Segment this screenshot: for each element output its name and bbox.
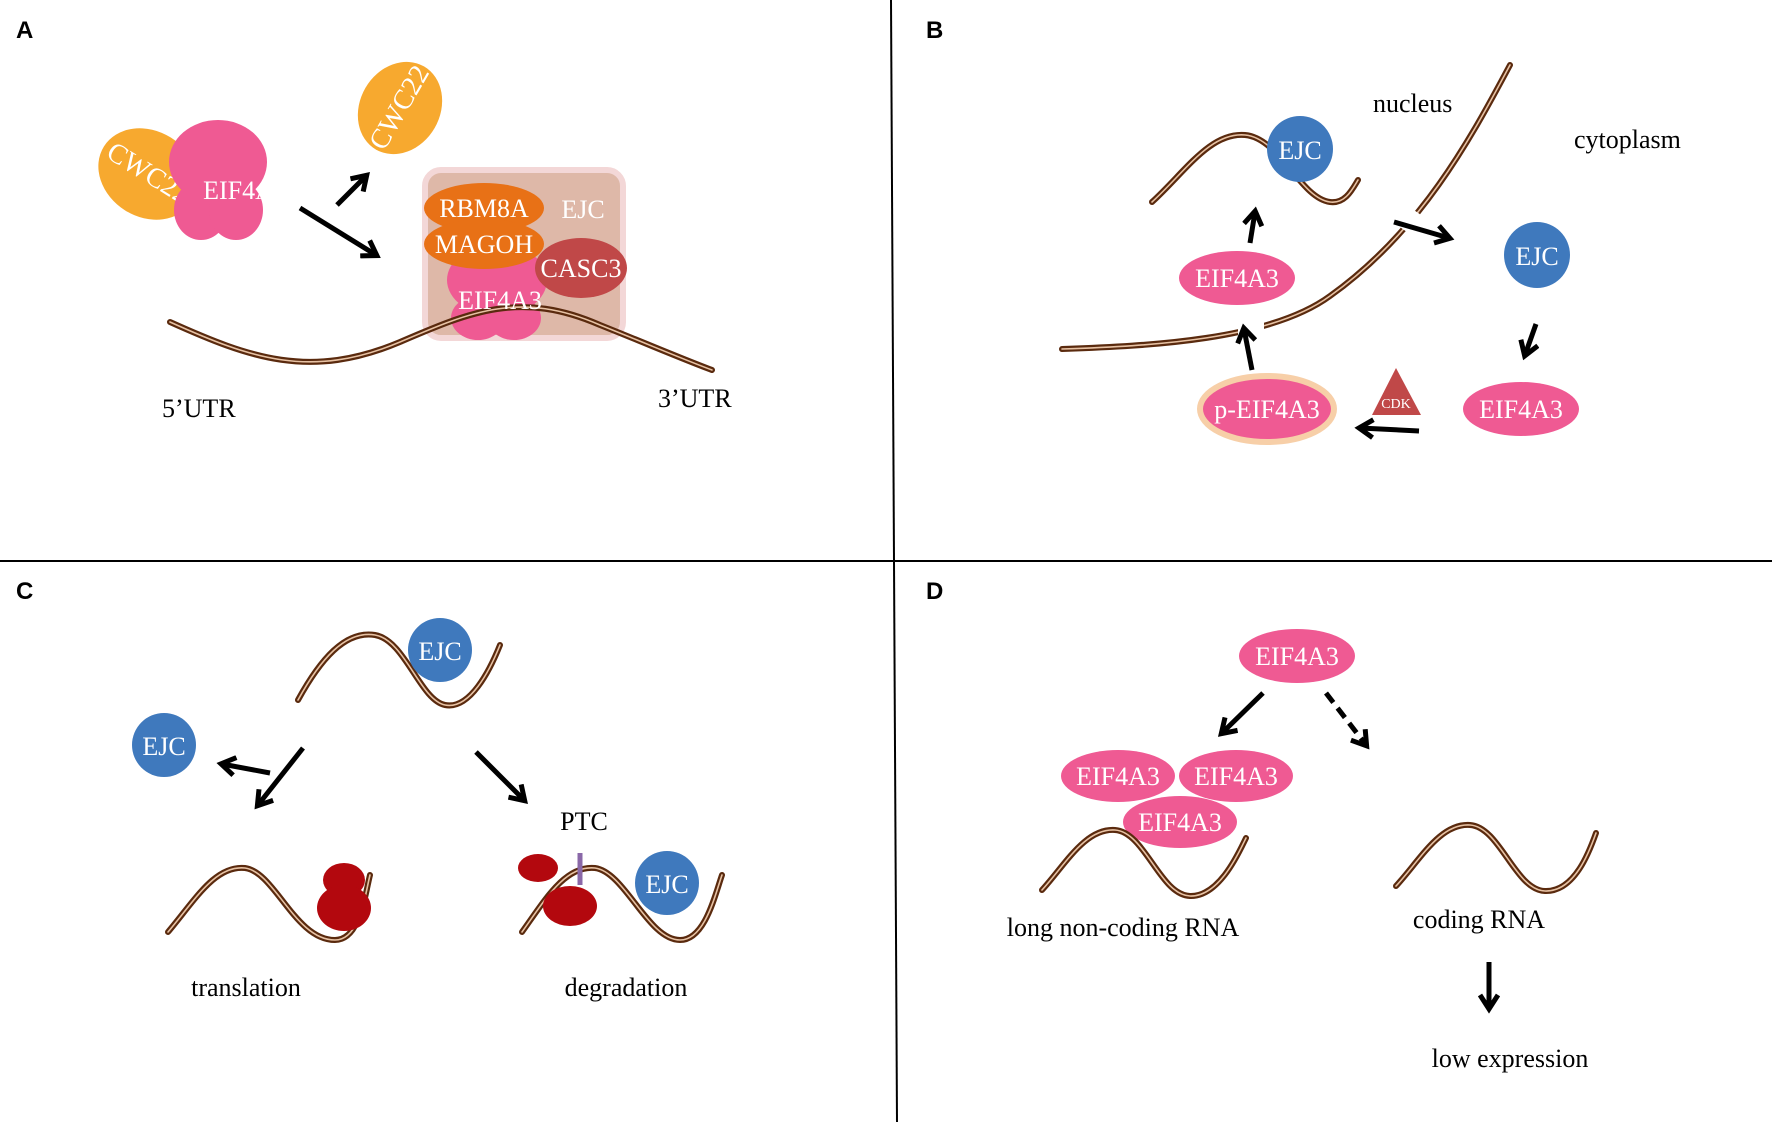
panel-d-letter: D (926, 578, 943, 605)
p-eif4a3 (1197, 373, 1337, 445)
ejc-cytoplasm (1504, 222, 1570, 288)
nucleus-label: nucleus (1373, 89, 1452, 118)
ribosome-detached-small (518, 854, 558, 882)
low-expression-label: low expression (1432, 1044, 1589, 1073)
ejc-box-label: EJC (561, 195, 604, 224)
ejc-cytoplasm-label: EJC (1515, 242, 1558, 271)
coding-rna-strand (1393, 821, 1599, 895)
rbm8a-protein (424, 183, 544, 233)
rbm8a-label: RBM8A (439, 194, 529, 223)
cdk-label: CDK (1381, 397, 1411, 412)
arrow-to-degradation (474, 750, 524, 800)
coding-rna-label: coding RNA (1413, 905, 1545, 934)
eif4a3-label-a2: EIF4A3 (458, 286, 542, 315)
ribosome-large-subunit (317, 885, 371, 931)
arrow-ejc-release (222, 764, 271, 773)
nuclear-pore-1 (1238, 318, 1264, 340)
casc3-protein (535, 238, 627, 298)
ejc-nuclear (1267, 116, 1333, 182)
eif4a3-cytoplasm-label: EIF4A3 (1479, 395, 1563, 424)
panel-b-letter: B (926, 17, 943, 44)
ejc-degradation-label: EJC (645, 870, 688, 899)
ptc-label: PTC (560, 807, 608, 836)
ejc-degradation (635, 851, 699, 915)
arrow-to-translation (258, 746, 305, 805)
panel-c-letter: C (16, 578, 33, 605)
vertical-divider (890, 0, 898, 1122)
translation-label: translation (191, 973, 301, 1002)
eif4a3-nuclear-label: EIF4A3 (1195, 264, 1279, 293)
eif4a3-d-bottom (1123, 796, 1237, 848)
ejc-c-top (408, 618, 472, 682)
cdk-kinase (1372, 368, 1421, 415)
eif4a3-d-right (1179, 750, 1293, 802)
eif4a3-cytoplasm (1463, 382, 1579, 436)
arrow-cdk-phosphorylation (1360, 428, 1420, 431)
arrow-to-coding-dashed (1324, 691, 1366, 745)
arrow-to-lncrna (1222, 691, 1265, 733)
eif4a3-nuclear (1179, 251, 1295, 305)
eif4a3-d-bottom-label: EIF4A3 (1138, 808, 1222, 837)
arrow-to-ejc (298, 205, 376, 255)
panel-a: A CWC22 EIF4A3 CWC22 EJC EIF4A3 (16, 17, 732, 423)
arrow-export (1393, 219, 1449, 238)
eif4a3-d-right-label: EIF4A3 (1194, 762, 1278, 791)
panel-a-letter: A (16, 17, 33, 44)
p-eif4a3-label: p-EIF4A3 (1214, 395, 1319, 424)
utr3-label: 3’UTR (658, 384, 732, 413)
panel-c: C EJC EJC PTC EJC translation degradatio… (16, 578, 725, 1002)
arrow-release-cwc22 (335, 176, 366, 207)
magoh-label: MAGOH (435, 230, 533, 259)
lncrna-label: long non-coding RNA (1007, 913, 1240, 942)
ejc-released (132, 713, 196, 777)
eif4a3-label-a1: EIF4A3 (203, 176, 287, 205)
arrow-ejc-assembly (1250, 212, 1255, 244)
ribosome-detached-large (543, 886, 597, 926)
panel-d: D EIF4A3 EIF4A3 EIF4A3 EIF4A3 long non-c… (926, 578, 1599, 1073)
eif4a3-d-left-label: EIF4A3 (1076, 762, 1160, 791)
ejc-c-top-label: EJC (418, 637, 461, 666)
cwc22-detached (357, 61, 443, 155)
cytoplasm-label: cytoplasm (1574, 125, 1681, 154)
ejc-released-label: EJC (142, 732, 185, 761)
arrow-import (1244, 329, 1252, 371)
degradation-label: degradation (565, 973, 688, 1002)
utr5-label: 5’UTR (162, 394, 236, 423)
casc3-label: CASC3 (541, 254, 622, 283)
ejc-nuclear-label: EJC (1278, 136, 1321, 165)
eif4a3-d-top (1239, 629, 1355, 683)
arrow-disassembly (1525, 323, 1536, 355)
eif4a3-d-top-label: EIF4A3 (1255, 642, 1339, 671)
magoh-protein (424, 219, 544, 269)
panel-b: B nucleus cytoplasm EJC EIF4A3 p-EIF4A3 … (926, 17, 1681, 445)
eif4a3-protein-a1 (169, 120, 267, 240)
eif4a3-d-left (1061, 750, 1175, 802)
